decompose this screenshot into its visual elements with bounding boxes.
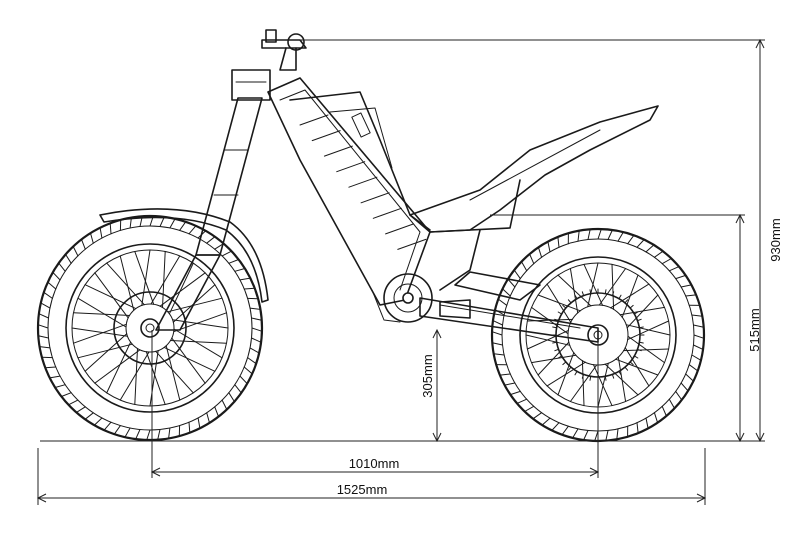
front-wheel — [36, 214, 264, 442]
ground-clearance-label: 305mm — [420, 354, 435, 397]
overall-length-label: 1525mm — [337, 482, 388, 497]
overall-height-label: 930mm — [768, 218, 783, 261]
motor — [371, 273, 471, 323]
front-fork — [155, 69, 271, 331]
dimension-lines — [36, 38, 765, 505]
frame — [267, 77, 431, 306]
handlebar — [261, 29, 307, 71]
wheelbase-label: 1010mm — [349, 456, 400, 471]
front-fender — [99, 208, 269, 303]
seat — [409, 105, 659, 291]
seat-height-label: 515mm — [747, 308, 762, 351]
